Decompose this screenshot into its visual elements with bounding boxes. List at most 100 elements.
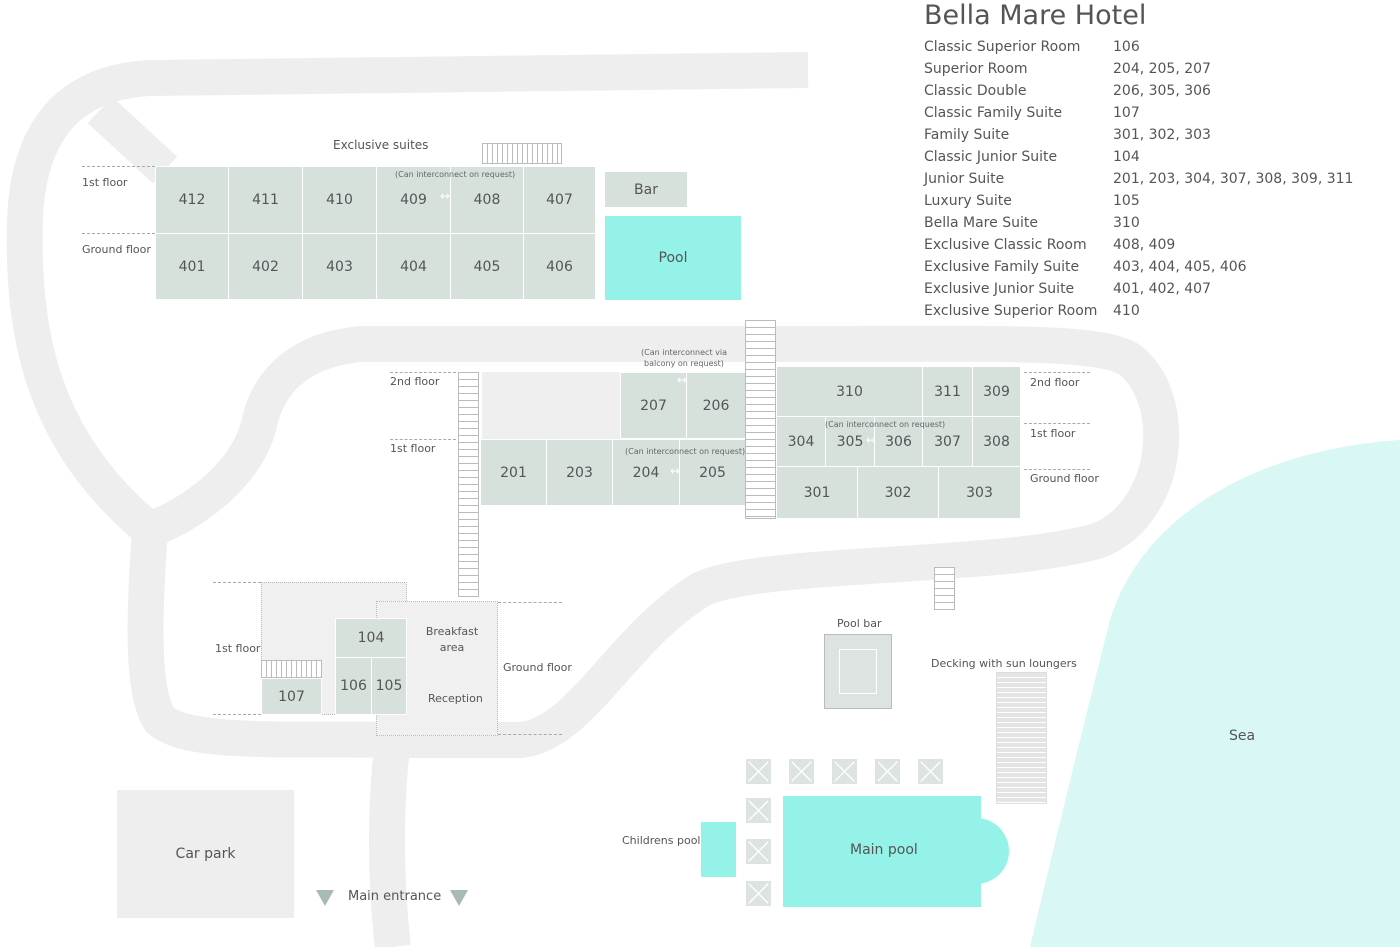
room[interactable]: 403 — [302, 233, 377, 300]
floor-label: 1st floor — [215, 642, 261, 655]
room-type: Exclusive Family Suite — [924, 259, 1080, 275]
floor-label: Ground floor — [1030, 472, 1099, 485]
main-entrance-label: Main entrance — [348, 889, 442, 904]
room[interactable]: 201 — [480, 439, 547, 506]
room-type: Exclusive Junior Suite — [924, 281, 1075, 297]
legend-row: Luxury Suite 105 — [924, 190, 1353, 212]
room-numbers: 310 — [1113, 215, 1140, 231]
room[interactable]: 401 — [155, 233, 229, 300]
room-numbers: 408, 409 — [1113, 237, 1176, 253]
breakfast-area: Breakfast area — [425, 625, 479, 654]
road-inner-loop — [127, 325, 1180, 758]
room[interactable]: 310 — [776, 366, 923, 417]
room[interactable]: 309 — [972, 366, 1021, 417]
childrens-pool — [701, 822, 736, 877]
sun-lounger-icon — [917, 758, 944, 785]
childrens-pool-label: Childrens pool — [622, 834, 701, 847]
room[interactable]: 402 — [228, 233, 303, 300]
room[interactable]: 410 — [302, 166, 377, 234]
room[interactable]: 408 — [450, 166, 524, 234]
roads — [6, 52, 1180, 947]
floor-label: 1st floor — [1030, 427, 1076, 440]
floor-label: 1st floor — [390, 442, 436, 455]
room-numbers: 104 — [1113, 149, 1140, 165]
interconnect-arrow-icon: ↔ — [677, 373, 687, 387]
room[interactable]: 203 — [546, 439, 613, 506]
floor-label: 1st floor — [82, 176, 128, 189]
road-entrance — [369, 737, 411, 947]
room[interactable]: 106 — [335, 657, 372, 715]
floor-divider — [82, 233, 155, 234]
room[interactable]: 405 — [450, 233, 524, 300]
room[interactable]: 407 — [523, 166, 596, 234]
floor-divider — [213, 714, 261, 715]
decking — [996, 672, 1047, 804]
legend-row: Family Suite 301, 302, 303 — [924, 124, 1353, 146]
room-type: Exclusive Superior Room — [924, 303, 1098, 319]
room-type: Classic Double — [924, 83, 1027, 99]
room[interactable]: 412 — [155, 166, 229, 234]
floor-divider — [390, 439, 456, 440]
interconnect-arrow-icon: ↔ — [670, 464, 680, 478]
room[interactable]: 311 — [922, 366, 973, 417]
roof-area — [482, 372, 620, 439]
room-type: Bella Mare Suite — [924, 215, 1038, 231]
room[interactable]: 308 — [972, 416, 1021, 467]
sea-label: Sea — [1229, 728, 1256, 744]
room-legend: Bella Mare Hotel Classic Superior Room 10… — [924, 0, 1353, 322]
interconnect-note: (Can interconnect on request) — [825, 420, 946, 429]
room-numbers: 105 — [1113, 193, 1140, 209]
legend-row: Classic Double 206, 305, 306 — [924, 80, 1353, 102]
interconnect-note: (Can interconnect on request) — [625, 447, 746, 456]
sun-lounger-icon — [745, 838, 772, 865]
room-numbers: 201, 203, 304, 307, 308, 309, 311 — [1113, 171, 1354, 187]
interconnect-arrow-icon: ↔ — [440, 189, 450, 203]
stairs — [745, 320, 776, 519]
room-type: Classic Superior Room — [924, 39, 1081, 55]
reception: Reception — [428, 692, 483, 705]
floor-divider — [82, 166, 155, 167]
room-numbers: 206, 305, 306 — [1113, 83, 1211, 99]
floor-label: Ground floor — [82, 243, 151, 256]
room[interactable]: 105 — [371, 657, 407, 715]
room-numbers: 403, 404, 405, 406 — [1113, 259, 1247, 275]
room-type: Luxury Suite — [924, 193, 1012, 209]
room[interactable]: 411 — [228, 166, 303, 234]
floor-divider — [213, 582, 261, 583]
room-numbers: 106 — [1113, 39, 1140, 55]
room[interactable]: 301 — [776, 466, 858, 519]
room[interactable]: 406 — [523, 233, 596, 300]
main-pool-round-end — [953, 818, 1009, 884]
road-diagonal — [87, 96, 178, 184]
legend-row: Exclusive Classic Room 408, 409 — [924, 234, 1353, 256]
sun-lounger-icon — [745, 880, 772, 907]
floor-divider — [1024, 469, 1090, 470]
room[interactable]: 107 — [261, 678, 322, 715]
floor-divider — [1024, 372, 1090, 373]
room[interactable]: 304 — [776, 416, 826, 467]
floor-label: Ground floor — [503, 661, 572, 674]
room-type: Exclusive Classic Room — [924, 237, 1087, 253]
room[interactable]: 307 — [922, 416, 973, 467]
room[interactable]: 205 — [679, 439, 746, 506]
room[interactable]: 404 — [376, 233, 451, 300]
legend-row: Exclusive Family Suite 403, 404, 405, 406 — [924, 256, 1353, 278]
room-type: Superior Room — [924, 61, 1028, 77]
room[interactable]: 206 — [686, 372, 746, 439]
room[interactable]: 104 — [335, 618, 407, 658]
floor-label: 2nd floor — [1030, 376, 1080, 389]
room-type: Junior Suite — [924, 171, 1005, 187]
room[interactable]: 303 — [938, 466, 1021, 519]
road-top — [6, 52, 809, 544]
room-type: Family Suite — [924, 127, 1010, 143]
room[interactable]: 302 — [857, 466, 939, 519]
room[interactable]: 204 — [612, 439, 680, 506]
hotel-title: Bella Mare Hotel — [924, 0, 1147, 31]
room[interactable]: 207 — [620, 372, 687, 439]
legend-row: Junior Suite 201, 203, 304, 307, 308, 309… — [924, 168, 1353, 190]
entrance-arrow-icon — [316, 890, 334, 906]
room[interactable]: 409 — [376, 166, 451, 234]
room-numbers: 301, 302, 303 — [1113, 127, 1211, 143]
